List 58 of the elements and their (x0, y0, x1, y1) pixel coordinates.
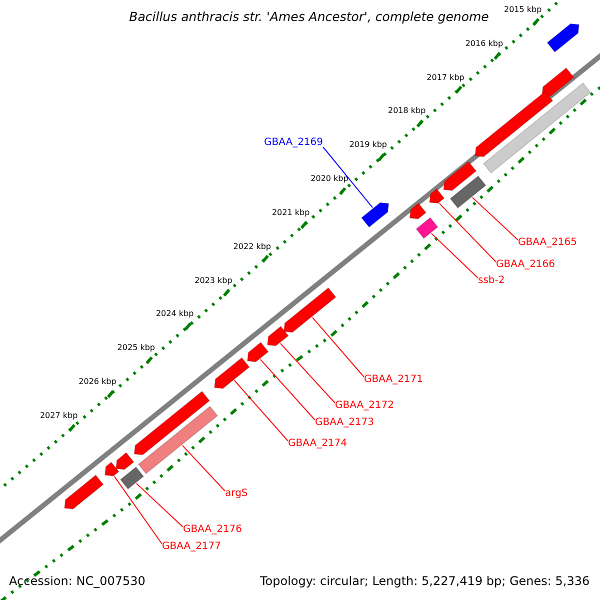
gene-block (246, 342, 270, 362)
gene-label: GBAA_2172 (335, 400, 394, 412)
leader-line (430, 232, 478, 278)
scale-label: 2018 kbp (388, 106, 426, 116)
gene-block (360, 202, 390, 228)
scale-label: 2026 kbp (78, 377, 116, 388)
gene-block (429, 188, 445, 204)
gene-block (266, 326, 290, 346)
gene-block (450, 175, 486, 209)
gene-block (482, 82, 592, 174)
scale-label: 2015 kbp (504, 5, 542, 15)
scale-label: 2022 kbp (233, 242, 271, 252)
diagram-title: Bacillus anthracis str. 'Ames Ancestor', complete genome (129, 9, 489, 24)
gene-label: GBAA_2174 (288, 438, 348, 450)
gene-block (474, 90, 554, 158)
gene-block (416, 216, 438, 240)
scale-label: 2021 kbp (272, 208, 310, 218)
gene-label: GBAA_2173 (315, 417, 374, 429)
gene-label: GBAA_2171 (364, 374, 424, 386)
gene-label: GBAA_2169 (264, 137, 324, 149)
leader-line (438, 202, 496, 262)
gene-block (541, 67, 574, 97)
gene-label: argS (225, 488, 248, 500)
scale-label: 2025 kbp (117, 343, 155, 354)
gene-block (120, 466, 144, 490)
scale-label: 2020 kbp (310, 174, 348, 184)
gene-block (409, 202, 427, 220)
scale-label: 2016 kbp (465, 38, 504, 49)
scale-label: 2017 kbp (426, 72, 464, 83)
gene-label: GBAA_2176 (183, 524, 242, 536)
gene-block (283, 287, 337, 333)
leader-line (312, 316, 364, 378)
gene-block (64, 474, 104, 510)
gene-block (115, 452, 134, 470)
leader-line (136, 482, 184, 528)
gene-block (214, 357, 250, 389)
leader-line (234, 380, 288, 442)
scale-label: 2027 kbp (40, 410, 78, 421)
leader-line (472, 196, 518, 240)
gene-block (138, 406, 218, 474)
gene-label: GBAA_2165 (518, 237, 578, 249)
scale-label: 2023 kbp (194, 276, 232, 286)
scale-label: 2019 kbp (349, 140, 388, 150)
leader-line (322, 146, 374, 208)
leader-line (280, 342, 336, 404)
gene-block (104, 462, 120, 476)
gene-block (134, 390, 210, 456)
gene-label: GBAA_2166 (496, 259, 556, 271)
leader-line (182, 444, 226, 492)
scale-label: 2024 kbp (156, 309, 194, 320)
gene-block (546, 23, 580, 53)
gene-label: ssb-2 (478, 275, 505, 287)
gene-block (443, 161, 477, 192)
leader-line (260, 358, 316, 420)
genome-info-text: Topology: circular; Length: 5,227,419 bp; Genes: 5,336 (260, 574, 590, 588)
gene-label: GBAA_2177 (162, 541, 222, 553)
leader-line (114, 476, 162, 544)
accession-text: Accession: NC_007530 (9, 574, 146, 588)
